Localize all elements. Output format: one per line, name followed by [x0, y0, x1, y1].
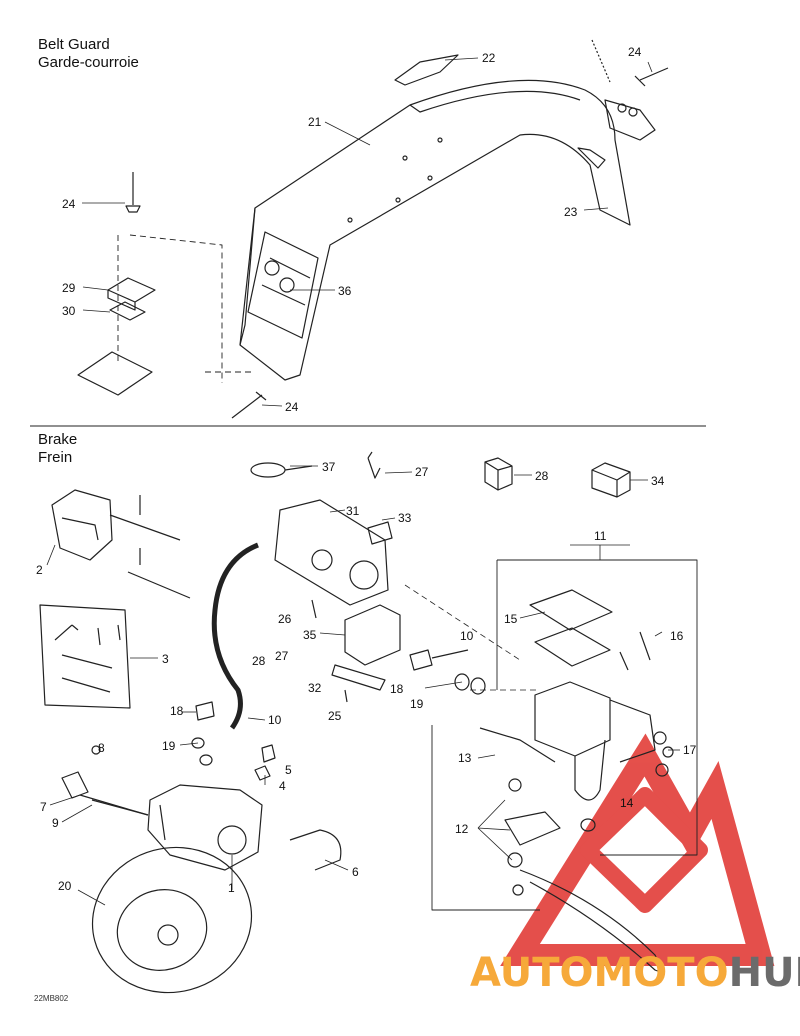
reservoir-cover-15 — [529, 589, 613, 667]
callout-18: 18 — [390, 682, 404, 696]
callout-28: 28 — [252, 654, 266, 668]
screw-26 — [311, 599, 317, 619]
watermark-text: AUTOMOTOHUB — [470, 950, 800, 996]
housing-34 — [591, 462, 631, 498]
callout-35: 35 — [303, 628, 317, 642]
callout-16: 16 — [670, 629, 684, 643]
belt-guard-title-en: Belt Guard — [38, 36, 110, 53]
callout-2: 2 — [36, 563, 43, 577]
callout-19: 19 — [162, 739, 176, 753]
callout-25: 25 — [328, 709, 342, 723]
tie-strap-37 — [250, 462, 313, 478]
callout-6: 6 — [352, 865, 359, 879]
callout-18: 18 — [170, 704, 184, 718]
callout-33: 33 — [398, 511, 412, 525]
callout-36: 36 — [338, 284, 352, 298]
callout-24: 24 — [628, 45, 642, 59]
cable-13 — [479, 727, 556, 763]
callout-14: 14 — [620, 796, 634, 810]
rivet-24-bottom — [231, 391, 267, 419]
bracket-2 — [51, 489, 191, 599]
callout-24: 24 — [285, 400, 299, 414]
caliper-bracket-7 — [61, 771, 149, 816]
callout-30: 30 — [62, 304, 76, 318]
callout-26: 26 — [278, 612, 292, 626]
washer-19-a — [454, 673, 470, 691]
housing-31 — [274, 499, 389, 606]
nut-4 — [254, 765, 271, 781]
banjo-bolt-18-lower — [195, 701, 215, 721]
drawing-reference: 22MB802 — [34, 994, 69, 1003]
belt-guard-title-fr: Garde-courroie — [38, 54, 139, 71]
callout-29: 29 — [62, 281, 76, 295]
bleeder-8 — [91, 745, 101, 755]
bracket-23 — [604, 99, 656, 141]
brake-title-en: Brake — [38, 431, 78, 448]
callout-11: 11 — [594, 529, 607, 543]
callout-17: 17 — [683, 743, 697, 757]
callout-13: 13 — [458, 751, 472, 765]
screw-25 — [344, 689, 348, 703]
belt-guard-title: Belt Guard Garde-courroie — [38, 36, 139, 72]
watermark-logo-icon — [500, 733, 775, 966]
callout-15: 15 — [504, 612, 518, 626]
callout-24: 24 — [62, 197, 76, 211]
callout-23: 23 — [564, 205, 578, 219]
callout-7: 7 — [40, 800, 47, 814]
plate-30 — [109, 301, 146, 321]
belt-guard-21 — [239, 79, 631, 381]
switch-35 — [331, 604, 401, 691]
callout-20: 20 — [58, 879, 72, 893]
clip-6 — [289, 829, 342, 871]
brake-hose-10 — [211, 542, 259, 730]
callout-28: 28 — [535, 469, 549, 483]
brake-title-fr: Frein — [38, 449, 73, 466]
master-cylinder-body — [534, 681, 656, 801]
pivot-parts-17 — [653, 731, 674, 777]
callout-8: 8 — [98, 741, 105, 755]
callout-3: 3 — [162, 652, 169, 666]
callout-37: 37 — [322, 460, 336, 474]
washer-19-d — [199, 754, 213, 766]
housing-28-top — [484, 457, 513, 491]
callout-27: 27 — [415, 465, 429, 479]
callout-10: 10 — [268, 713, 282, 727]
callout-4: 4 — [279, 779, 286, 793]
rivet-24-top — [591, 39, 669, 87]
clip-27-top — [367, 451, 381, 479]
callout-27: 27 — [275, 649, 289, 663]
callout-9: 9 — [52, 816, 59, 830]
callout-31: 31 — [346, 504, 360, 518]
banjo-bolt-18-upper — [409, 649, 469, 671]
callout-21: 21 — [308, 115, 322, 129]
decal-22 — [394, 54, 459, 86]
pad-pin-9 — [91, 799, 149, 816]
callout-34: 34 — [651, 474, 665, 488]
brake-title: Brake Frein — [38, 431, 77, 467]
hardware-kit-3 — [39, 604, 131, 709]
callout-5: 5 — [285, 763, 292, 777]
washer-19-c — [191, 737, 205, 749]
callout-19: 19 — [410, 697, 424, 711]
callout-32: 32 — [308, 681, 322, 695]
callout-12: 12 — [455, 822, 469, 836]
watermark-text-part1: AUTOMOTO — [470, 950, 729, 996]
brake-disc-20 — [91, 846, 253, 994]
base-plate — [77, 351, 153, 396]
washer-19-b — [470, 677, 486, 695]
caliper-1 — [147, 784, 263, 871]
screws-16 — [619, 631, 651, 671]
callout-22: 22 — [482, 51, 496, 65]
decal-33 — [367, 521, 393, 545]
label-36 — [247, 231, 319, 339]
bleeder-cap-5 — [261, 744, 276, 763]
watermark-text-part2: HUB — [728, 950, 800, 996]
rivet-24-left — [125, 172, 141, 213]
callout-1: 1 — [228, 881, 235, 895]
master-cylinder-assy-11 — [431, 544, 698, 911]
nut-14 — [580, 818, 596, 832]
callout-10: 10 — [460, 629, 474, 643]
lever-12 — [504, 778, 661, 972]
